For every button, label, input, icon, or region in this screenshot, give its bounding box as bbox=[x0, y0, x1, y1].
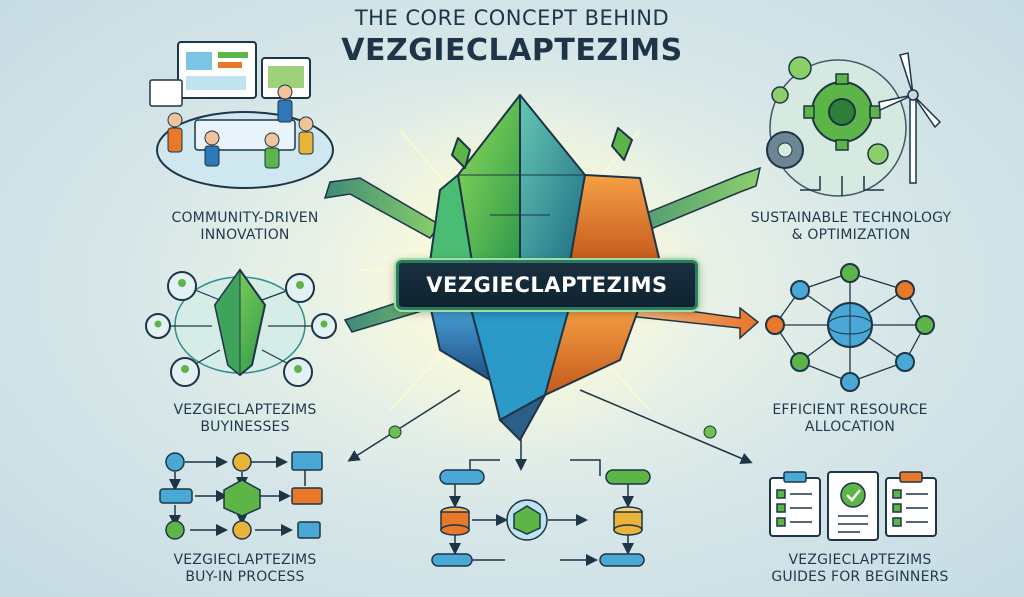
node-buyin-line2: BUY-IN PROCESS bbox=[185, 569, 305, 585]
node-guides: VEZGIECLAPTEZIMS GUIDES FOR BEGINNERS bbox=[740, 552, 980, 586]
node-resource: EFFICIENT RESOURCE ALLOCATION bbox=[740, 402, 960, 436]
flowchart-icon-left bbox=[159, 451, 323, 540]
crystal-network-icon bbox=[145, 268, 337, 387]
node-sustainable: SUSTAINABLE TECHNOLOGY & OPTIMIZATION bbox=[716, 210, 986, 244]
node-resource-line2: ALLOCATION bbox=[804, 419, 896, 435]
node-guides-line2: GUIDES FOR BEGINNERS bbox=[771, 569, 949, 585]
beam-to-community bbox=[323, 177, 442, 239]
node-community-line2: INNOVATION bbox=[200, 227, 290, 243]
team-workspace-icon bbox=[149, 41, 334, 189]
node-guides-line1: VEZGIECLAPTEZIMS bbox=[788, 552, 932, 568]
node-community-line1: COMMUNITY-DRIVEN bbox=[171, 210, 319, 226]
node-sustainable-line1: SUSTAINABLE TECHNOLOGY bbox=[750, 210, 952, 226]
title-line-2: VEZGIECLAPTEZIMS bbox=[341, 33, 683, 68]
connector-dot-left bbox=[388, 425, 402, 439]
title-line-1: THE CORE CONCEPT BEHIND bbox=[354, 6, 670, 30]
gears-wind-turbine-icon bbox=[766, 52, 942, 197]
flowchart-icon-center bbox=[431, 459, 651, 567]
connector-dot-right bbox=[703, 425, 717, 439]
node-buyin-line1: VEZGIECLAPTEZIMS bbox=[173, 552, 317, 568]
resource-network-icon bbox=[765, 263, 935, 392]
node-businesses-line2: BUYINESSES bbox=[200, 419, 290, 435]
node-businesses-line1: VEZGIECLAPTEZIMS bbox=[173, 402, 317, 418]
checklist-clipboard-icon bbox=[769, 471, 937, 541]
node-buyin: VEZGIECLAPTEZIMS BUY-IN PROCESS bbox=[140, 552, 350, 586]
central-crystal-icon bbox=[429, 94, 661, 441]
node-resource-line1: EFFICIENT RESOURCE bbox=[772, 402, 928, 418]
center-label: VEZGIECLAPTEZIMS bbox=[396, 260, 698, 310]
node-sustainable-line2: & OPTIMIZATION bbox=[791, 227, 911, 243]
node-community: COMMUNITY-DRIVEN INNOVATION bbox=[140, 210, 350, 244]
node-businesses: VEZGIECLAPTEZIMS BUYINESSES bbox=[140, 402, 350, 436]
